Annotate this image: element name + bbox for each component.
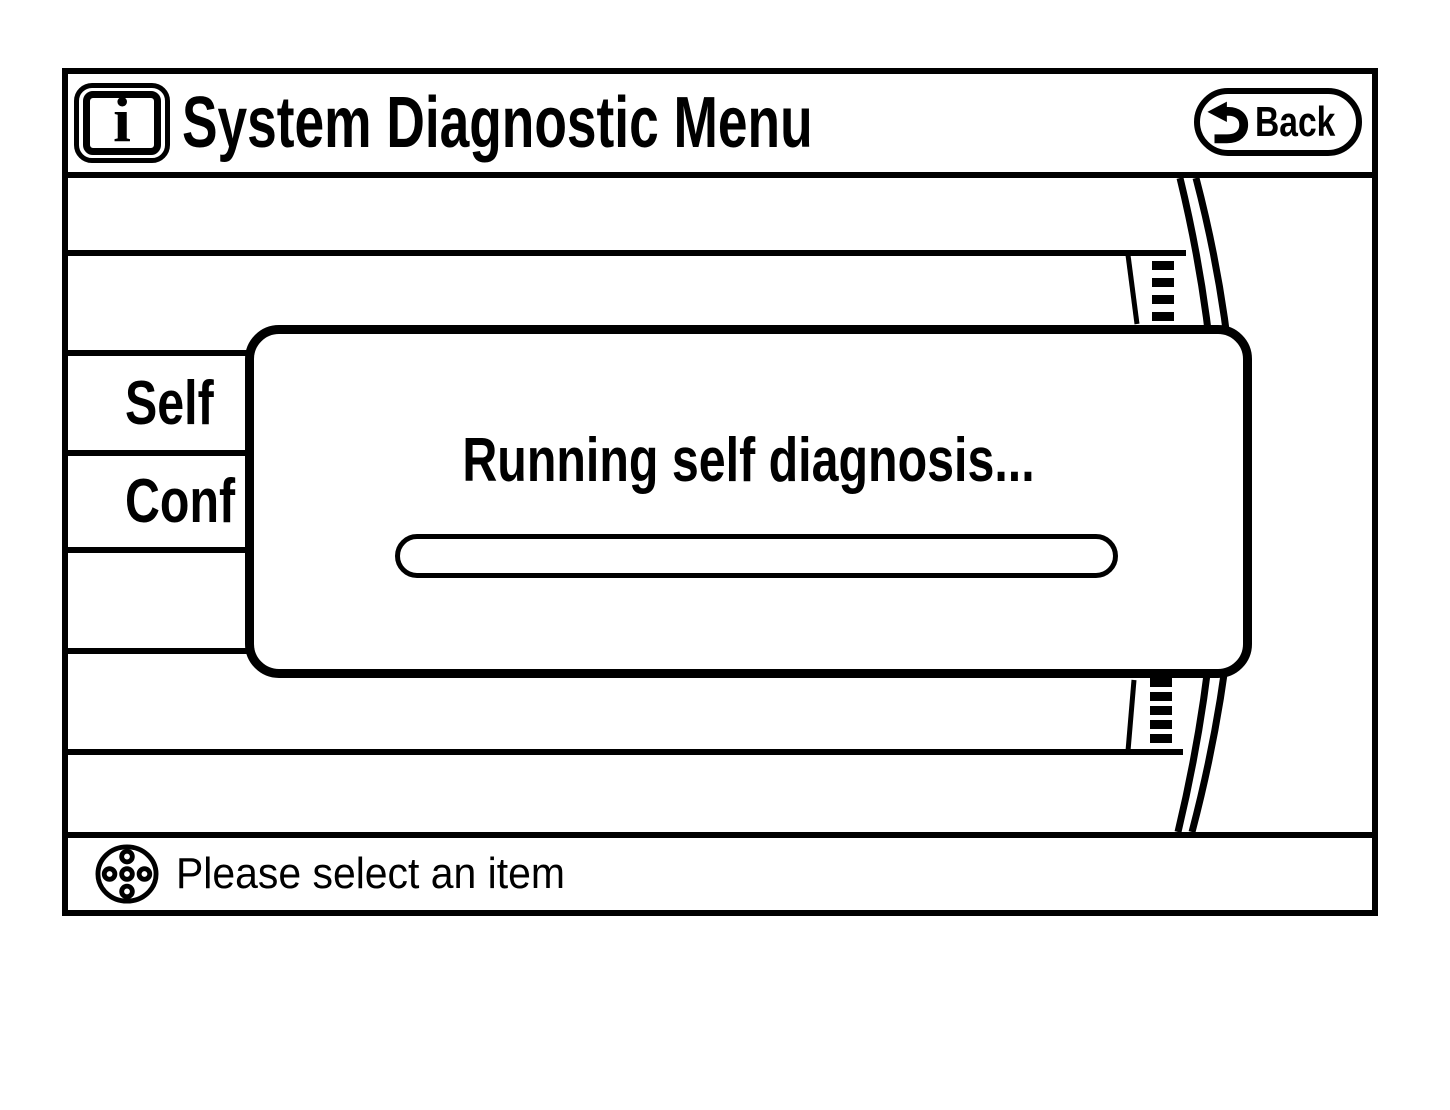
progress-bar bbox=[395, 534, 1118, 578]
info-icon-glyph: i bbox=[83, 84, 161, 155]
page-title: System Diagnostic Menu bbox=[182, 83, 813, 163]
directional-selector-icon bbox=[95, 844, 159, 904]
screen-frame: i System Diagnostic Menu Back bbox=[62, 68, 1378, 916]
back-button[interactable]: Back bbox=[1194, 88, 1362, 156]
menu-area: Self Conf Running self diagnosis... bbox=[68, 178, 1372, 832]
menu-item-label: Self bbox=[125, 368, 214, 438]
dialog-message: Running self diagnosis... bbox=[462, 426, 1035, 495]
menu-item-label: Conf bbox=[125, 467, 236, 536]
info-icon-letter: i bbox=[113, 84, 131, 155]
info-icon: i bbox=[74, 83, 170, 163]
menu-item-configuration[interactable]: Conf bbox=[125, 453, 266, 550]
progress-dialog: Running self diagnosis... bbox=[245, 325, 1252, 678]
menu-item-self-diagnosis[interactable]: Self bbox=[125, 353, 239, 453]
scroll-indicator-top bbox=[1125, 254, 1174, 325]
status-bar: Please select an item bbox=[68, 832, 1372, 910]
back-button-label: Back bbox=[1254, 98, 1336, 145]
status-message: Please select an item bbox=[176, 849, 565, 898]
header-bar: i System Diagnostic Menu Back bbox=[68, 74, 1372, 178]
back-arrow-icon bbox=[1207, 101, 1248, 144]
scroll-indicator-bottom bbox=[1125, 678, 1172, 752]
